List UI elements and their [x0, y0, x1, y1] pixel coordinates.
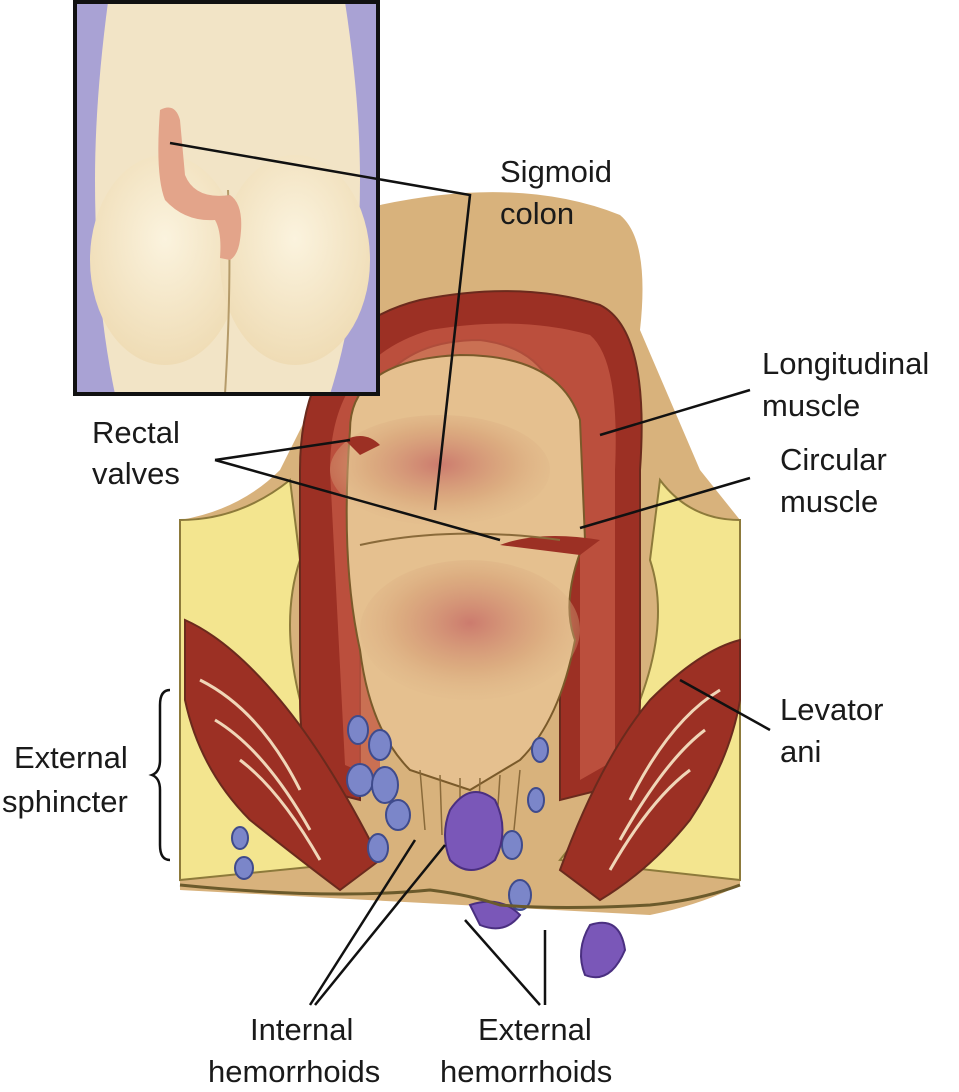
label-external-hemorrhoids: External hemorrhoids — [440, 1012, 612, 1089]
external-hemorrhoid-masses — [444, 791, 627, 979]
inset-buttock-right — [220, 155, 370, 365]
label-rectal-line2: valves — [92, 456, 180, 491]
leader-valves-lower — [214, 458, 501, 542]
label-sigmoid-colon: Sigmoid colon — [500, 154, 612, 231]
inset-back-view — [73, 0, 380, 396]
label-sphincter-line2: sphincter — [2, 784, 128, 819]
label-external-sphincter: External sphincter — [2, 740, 128, 819]
label-internal-line1: Internal — [250, 1012, 353, 1047]
leader-external-a — [464, 919, 541, 1006]
lumen-blush-lower — [360, 560, 580, 700]
sphincter-striations — [199, 678, 721, 871]
label-internal-hemorrhoids: Internal hemorrhoids — [208, 1012, 380, 1089]
label-sigmoid-line2: colon — [500, 196, 574, 231]
sphincter-right — [558, 638, 741, 902]
label-levator-line1: Levator — [780, 692, 883, 727]
perineum-contour — [179, 883, 741, 909]
inset-border — [73, 0, 380, 396]
label-external-line1: External — [478, 1012, 592, 1047]
rectum-cross-section — [179, 192, 741, 979]
label-external-line2: hemorrhoids — [440, 1054, 612, 1089]
label-rectal-valves: Rectal valves — [92, 415, 180, 491]
leader-internal-a — [308, 839, 417, 1006]
leader-lines — [148, 141, 771, 1006]
leader-internal-b — [314, 844, 446, 1006]
label-circular-line2: muscle — [780, 484, 878, 519]
label-circular-muscle: Circular muscle — [780, 442, 887, 519]
leader-levator — [679, 678, 771, 732]
external-sphincter-bracket — [148, 688, 171, 862]
label-longitudinal-muscle: Longitudinal muscle — [762, 346, 929, 423]
rectal-valve-right — [500, 536, 600, 555]
internal-hemorrhoid-veins — [231, 715, 549, 911]
label-circular-line1: Circular — [780, 442, 887, 477]
label-levator-ani: Levator ani — [780, 692, 883, 769]
label-sigmoid-line1: Sigmoid — [500, 154, 612, 189]
label-internal-line2: hemorrhoids — [208, 1054, 380, 1089]
leader-valves-upper — [214, 438, 351, 462]
label-rectal-line1: Rectal — [92, 415, 180, 450]
leader-sigmoid — [169, 141, 472, 511]
leader-circular — [579, 476, 751, 530]
label-sphincter-line1: External — [14, 740, 128, 775]
leader-longitudinal — [599, 388, 751, 437]
mucosa-fold — [359, 532, 561, 546]
rectal-valve-left — [345, 436, 380, 455]
label-longitudinal-line1: Longitudinal — [762, 346, 929, 381]
label-levator-line2: ani — [780, 734, 821, 769]
label-longitudinal-line2: muscle — [762, 388, 860, 423]
